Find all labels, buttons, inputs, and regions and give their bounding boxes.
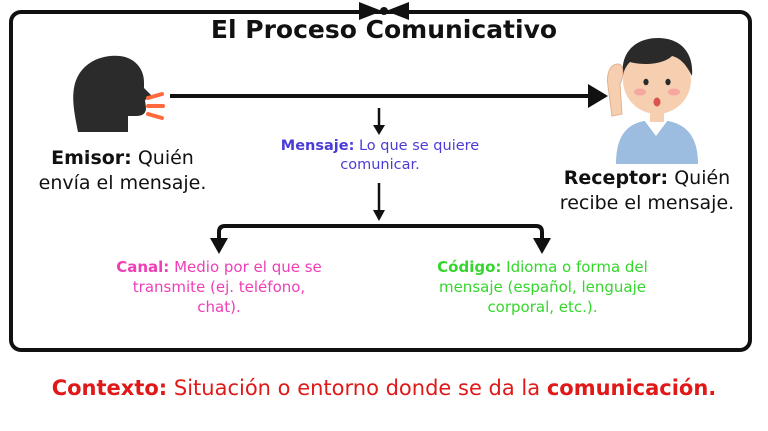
canal-label: Canal: — [116, 258, 170, 276]
mensaje-text-line2: comunicar. — [340, 157, 420, 174]
branch-stem-arrowhead — [373, 210, 385, 221]
codigo-description: Código: Idioma o forma del mensaje (espa… — [405, 258, 680, 317]
contexto-text: Situación o entorno donde se da la — [173, 376, 541, 400]
receptor-label: Receptor: — [563, 167, 669, 189]
codigo-text: Idioma o forma del — [506, 258, 648, 276]
canal-arrowhead — [210, 238, 228, 254]
canal-text-line2: transmite (ej. teléfono, — [132, 277, 306, 296]
emisor-text-line2: envía el mensaje. — [38, 172, 207, 195]
emisor-text: Quién — [137, 147, 194, 169]
diagram-title: El Proceso Comunicativo — [210, 15, 558, 44]
canal-text-line3: chat). — [197, 297, 241, 316]
mensaje-description: Mensaje: Lo que se quiere comunicar. — [255, 137, 505, 175]
codigo-label: Código: — [437, 258, 502, 276]
codigo-text-line3: corporal, etc.). — [487, 297, 598, 316]
codigo-arrowhead — [533, 238, 551, 254]
receptor-text-line2: recibe el mensaje. — [559, 192, 735, 215]
mensaje-arrowhead — [373, 125, 385, 135]
receptor-text: Quién — [674, 167, 731, 189]
contexto-emphasis: comunicación. — [546, 376, 717, 400]
canal-description: Canal: Medio por el que se transmite (ej… — [95, 258, 343, 317]
emisor-description: Emisor: Quién envía el mensaje. — [20, 146, 225, 196]
receptor-description: Receptor: Quién recibe el mensaje. — [536, 166, 758, 216]
contexto-label: Contexto: — [51, 376, 168, 400]
codigo-text-line2: mensaje (español, lenguaje — [438, 277, 647, 296]
listening-person-icon — [607, 38, 698, 164]
mensaje-label: Mensaje: — [280, 138, 355, 154]
mensaje-text: Lo que se quiere — [358, 138, 480, 154]
speaking-head-icon — [73, 55, 165, 132]
emisor-label: Emisor: — [51, 147, 132, 169]
canal-text: Medio por el que se — [174, 258, 322, 276]
branch-bar — [217, 224, 544, 240]
receptor-arrowhead — [588, 84, 608, 108]
contexto-description: Contexto: Situación o entorno donde se d… — [0, 375, 768, 403]
bowtie-icon — [359, 2, 409, 20]
